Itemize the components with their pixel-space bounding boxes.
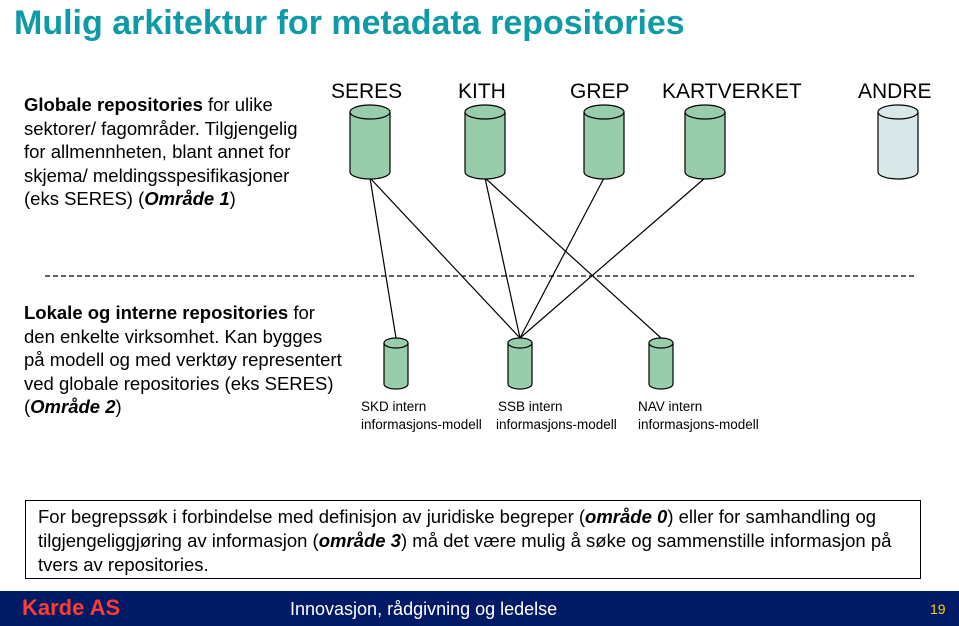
company-tagline: Innovasjon, rådgivning og ledelse: [290, 599, 558, 619]
note-part3: ) må det være mulig å søke og sammenstil…: [38, 530, 892, 575]
local-repo-skd-line1: SKD intern: [361, 399, 427, 414]
local-repo-nav-line2: informasjons-modell: [638, 417, 759, 432]
global-heading: Globale repositories: [24, 94, 203, 115]
cylinder-nav-icon: [648, 337, 674, 390]
link-kith-ssb: [484, 177, 521, 339]
cylinder-andre-icon: [877, 104, 919, 180]
cylinder-seres-icon: [349, 104, 391, 180]
global-line2: Tilgjengelig for allmennheten, blant ann…: [24, 117, 298, 210]
link-grep-ssb: [519, 177, 605, 339]
global-close: ): [229, 188, 236, 209]
local-repositories-description: Lokale og interne repositories for den e…: [24, 301, 344, 419]
link-seres-skd: [369, 177, 397, 339]
repo-label-kartverket: KARTVERKET: [662, 80, 802, 103]
cylinder-kartverket-icon: [684, 104, 726, 180]
cylinder-skd-icon: [383, 337, 409, 390]
area-2-label: Område 2: [30, 396, 116, 417]
link-kartverket-ssb: [519, 177, 706, 339]
area-3-label: område 3: [318, 530, 401, 551]
company-name: Karde AS: [22, 595, 121, 620]
local-repo-skd: SKD intern informasjons-modell: [361, 398, 482, 434]
cylinder-grep-icon: [583, 104, 625, 180]
cylinder-kith-icon: [464, 104, 506, 180]
local-repo-ssb: SSB intern informasjons-modell: [496, 398, 617, 434]
local-close: ): [115, 396, 122, 417]
area-1-label: Område 1: [144, 188, 230, 209]
page-title: Mulig arkitektur for metadata repositori…: [14, 4, 685, 42]
global-repositories-description: Globale repositories for ulike sektorer/…: [24, 93, 324, 211]
search-note-box: For begrepssøk i forbindelse med definis…: [25, 500, 921, 579]
connection-lines: [369, 177, 706, 339]
local-repo-ssb-line1: SSB intern: [498, 399, 563, 414]
local-repo-skd-line2: informasjons-modell: [361, 417, 482, 432]
local-body: for den enkelte virksomhet. Kan bygges p…: [24, 302, 342, 417]
global-line1: for ulike sektorer/ fagområder.: [24, 94, 273, 139]
note-part1: For begrepssøk i forbindelse med definis…: [38, 506, 586, 527]
repo-label-kith: KITH: [458, 80, 506, 103]
repo-label-seres: SERES: [331, 80, 403, 103]
area-0-label: område 0: [585, 506, 668, 527]
page-number: 19: [930, 601, 946, 617]
local-repo-nav-line1: NAV intern: [638, 399, 703, 414]
local-repo-nav: NAV intern informasjons-modell: [638, 398, 759, 434]
repo-label-andre: ANDRE: [858, 80, 932, 103]
note-part2: ) eller for samhandling og tilgjengeligg…: [38, 506, 877, 551]
link-seres-ssb: [369, 177, 521, 339]
cylinder-ssb-icon: [507, 337, 533, 390]
repo-label-grep: GREP: [570, 80, 630, 103]
footer-bar: Karde AS Innovasjon, rådgivning og ledel…: [0, 591, 959, 626]
local-heading: Lokale og interne repositories: [24, 302, 289, 323]
local-repo-ssb-line2: informasjons-modell: [496, 417, 617, 432]
link-kith-nav: [484, 177, 662, 339]
